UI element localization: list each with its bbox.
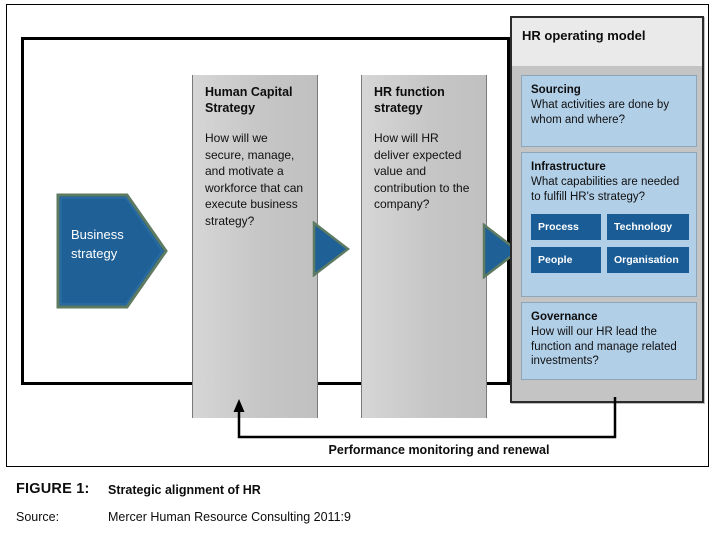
card-governance[interactable]: Governance How will our HR lead the func… (521, 302, 697, 380)
figure-caption-row: FIGURE 1: Strategic alignment of HR (16, 481, 696, 501)
business-strategy-arrow-shape[interactable] (55, 192, 169, 310)
figure-number-label: FIGURE 1: (16, 481, 90, 497)
column-human-capital-strategy[interactable]: Human Capital Strategy How will we secur… (192, 75, 318, 418)
connector-arrow-icon-2 (482, 223, 520, 279)
card-sourcing-body: What activities are done by whom and whe… (531, 99, 670, 126)
hr-operating-model-title: HR operating model (522, 28, 646, 43)
column-title-human-capital: Human Capital Strategy (205, 85, 293, 115)
column-body-human-capital: How will we secure, manage, and motivate… (205, 131, 304, 228)
card-infrastructure-title: Infrastructure (531, 161, 606, 173)
capability-chip-grid: Process Technology People Organisation (531, 214, 689, 273)
column-body-hr-function: How will HR deliver expected value and c… (374, 131, 470, 212)
column-hr-function-strategy[interactable]: HR function strategy How will HR deliver… (361, 75, 487, 418)
hr-operating-model-panel[interactable]: HR operating model Sourcing What activit… (510, 16, 704, 403)
column-title-hr-function: HR function strategy (374, 85, 445, 115)
card-infrastructure-body: What capabilities are needed to fulfill … (531, 176, 680, 203)
diagram-inner-frame: Business strategy Human Capital Strategy… (21, 37, 520, 418)
connector-arrow-icon-1 (312, 221, 350, 277)
card-sourcing[interactable]: Sourcing What activities are done by who… (521, 75, 697, 147)
triangle-2-body (482, 223, 520, 279)
figure-outer-frame: Business strategy Human Capital Strategy… (6, 4, 709, 467)
capability-chip-organisation[interactable]: Organisation (607, 247, 689, 273)
card-infrastructure[interactable]: Infrastructure What capabilities are nee… (521, 152, 697, 297)
feedback-loop-label: Performance monitoring and renewal (328, 443, 550, 457)
feedback-loop-arrowhead (233, 399, 245, 412)
feedback-loop-path (237, 397, 617, 439)
feedback-loop-arrow-icon (227, 397, 627, 443)
pentagon-arrow-highlight (60, 197, 163, 305)
card-governance-title: Governance (531, 311, 598, 323)
source-text: Mercer Human Resource Consulting 2011:9 (108, 510, 351, 524)
capability-chip-people[interactable]: People (531, 247, 601, 273)
capability-chip-technology[interactable]: Technology (607, 214, 689, 240)
pentagon-arrow-body (56, 193, 168, 309)
capability-chip-process[interactable]: Process (531, 214, 601, 240)
hr-operating-model-header: HR operating model (512, 18, 702, 66)
card-sourcing-title: Sourcing (531, 84, 581, 96)
triangle-1-body (312, 221, 350, 277)
figure-title: Strategic alignment of HR (108, 483, 261, 497)
card-governance-body: How will our HR lead the function and ma… (531, 326, 677, 368)
figure-source-row: Source: Mercer Human Resource Consulting… (16, 510, 696, 530)
source-label: Source: (16, 510, 60, 524)
